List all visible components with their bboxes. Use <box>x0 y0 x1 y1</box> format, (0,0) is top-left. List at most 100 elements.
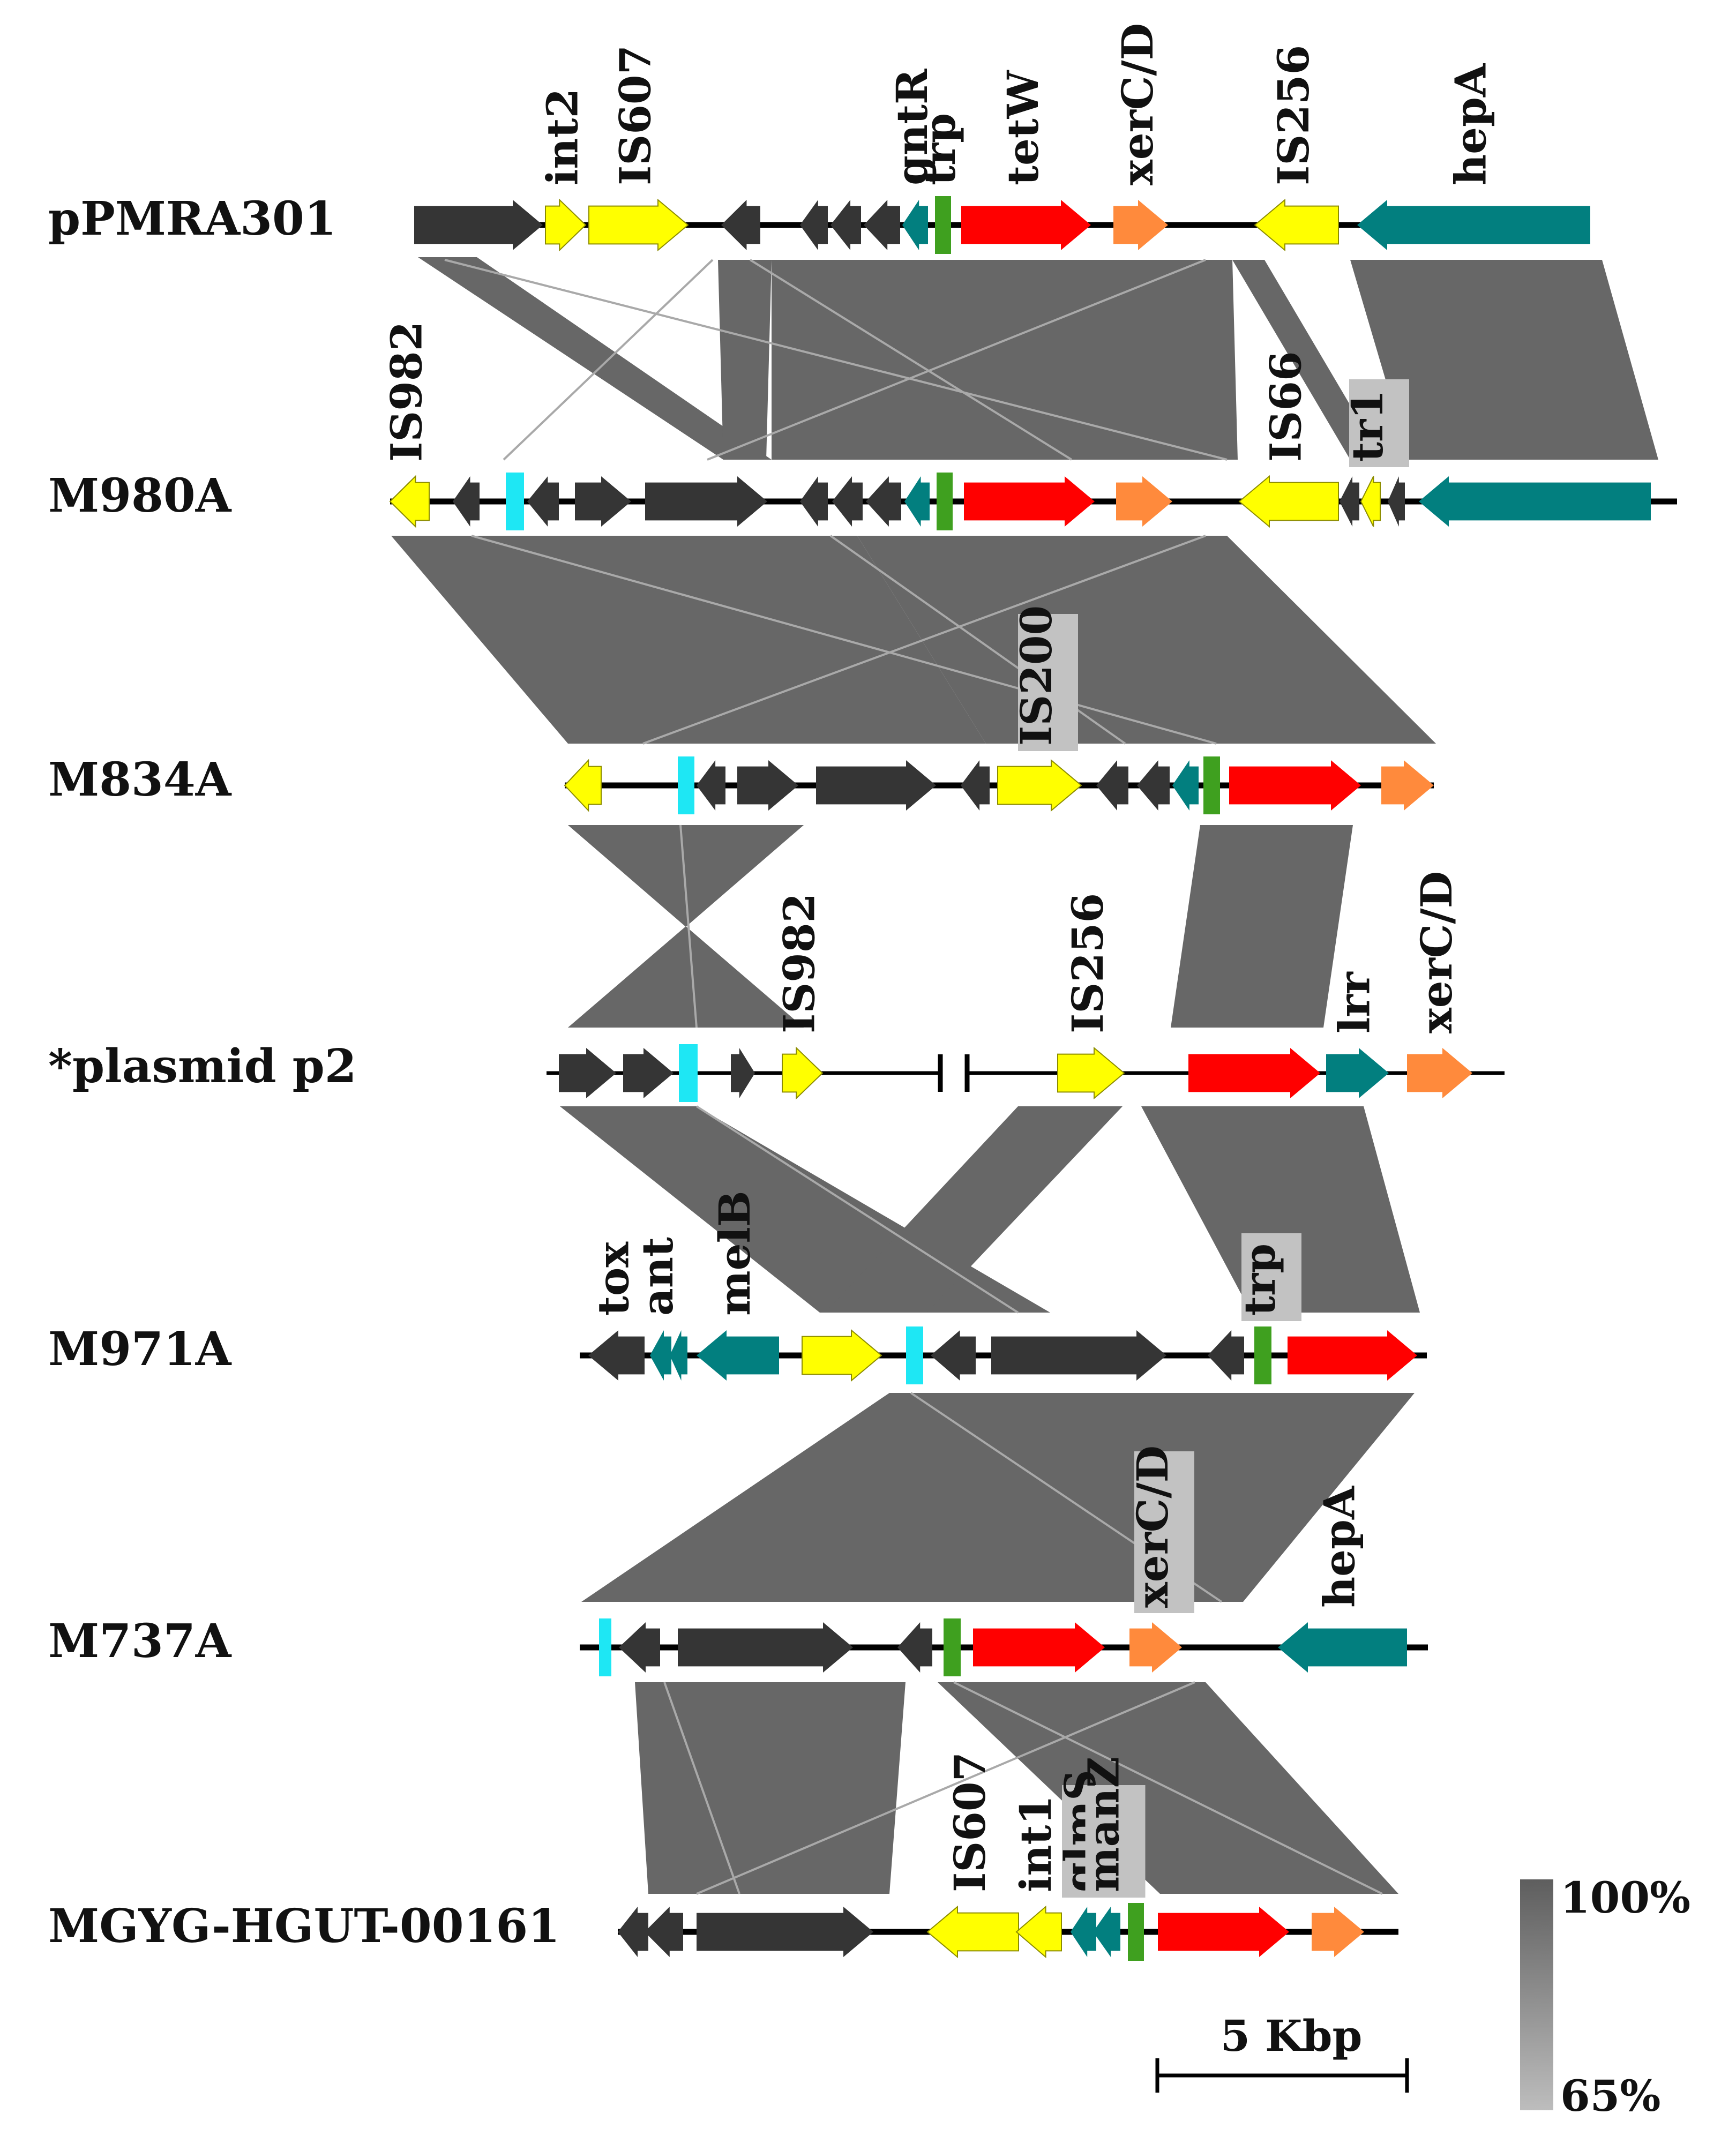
gene-dark <box>866 476 901 527</box>
homology-link-line <box>695 1105 1019 1314</box>
gene-label-box <box>1349 379 1409 467</box>
gene-cyan <box>906 1326 923 1384</box>
gene-regulator <box>1172 760 1199 811</box>
gene-cyan <box>679 1044 698 1102</box>
gene-hepa <box>1357 200 1590 250</box>
gene-dark <box>1388 476 1405 527</box>
homology-link <box>718 260 772 460</box>
gene-label-int1: int1 <box>1011 1795 1061 1892</box>
gene-transposase <box>802 1329 882 1382</box>
gene-tetW <box>1229 760 1361 811</box>
homology-link <box>1232 260 1382 460</box>
gene-int1 <box>1015 1905 1062 1959</box>
homology-links <box>391 257 1658 1895</box>
homology-link <box>418 257 772 460</box>
gene-xerCD <box>1116 476 1172 527</box>
track-label-m971a: M971A <box>48 1322 232 1376</box>
gene-trp <box>1128 1903 1144 1961</box>
gene-label-is256: IS256 <box>1062 893 1113 1033</box>
gene-dark <box>864 200 900 250</box>
homology-link-line <box>663 1682 740 1894</box>
gene-dark <box>697 760 725 811</box>
identity-max-label: 100% <box>1560 1872 1690 1923</box>
gene-dark <box>737 760 798 811</box>
gene-label-is200: IS200 <box>1011 605 1061 746</box>
homology-link-line <box>503 259 714 461</box>
gene-int2 <box>545 198 587 252</box>
gene-trp <box>1254 1326 1271 1384</box>
gene-tetW <box>1158 1907 1289 1957</box>
track-label-m980a: M980A <box>48 469 232 523</box>
homology-link <box>1171 825 1353 1028</box>
homology-link <box>825 1106 1123 1313</box>
gene-trp <box>944 1618 961 1676</box>
gene-xerc-d <box>1129 1622 1182 1673</box>
homology-link <box>857 536 1436 744</box>
gene-label-xerc-d: xerC/D <box>1127 1445 1178 1608</box>
gene-label-tr1: tr1 <box>1342 389 1393 462</box>
gene-dark <box>645 476 767 527</box>
gene-label-tox: tox <box>588 1241 639 1316</box>
gene-label-lrr: lrr <box>1329 971 1380 1033</box>
gene-trp <box>935 196 951 254</box>
gene-dark <box>1208 1330 1244 1381</box>
gene-tetW <box>1288 1330 1417 1381</box>
gene-label-is982: IS982 <box>381 321 432 462</box>
homology-link-line <box>679 825 698 1028</box>
gene-tetW <box>1188 1048 1320 1098</box>
identity-min-label: 65% <box>1560 2071 1660 2121</box>
gene-dark <box>897 1622 932 1673</box>
gene-label-hepa: hepA <box>1446 63 1496 185</box>
gene-xerCD <box>1312 1907 1364 1957</box>
homology-link-line <box>953 1681 1383 1895</box>
gene-dark <box>618 1907 648 1957</box>
gene-regulator <box>670 1330 687 1381</box>
gene-label-box <box>1134 1451 1194 1613</box>
gene-dark <box>645 1907 683 1957</box>
gene-trp <box>937 473 953 530</box>
gene-dark <box>575 476 631 527</box>
homology-link <box>568 825 804 927</box>
gene-dark <box>559 1048 616 1098</box>
gene-dark <box>678 1622 853 1673</box>
gene-dark <box>623 1048 674 1098</box>
gene-label-int2: int2 <box>537 88 588 185</box>
gene-label-xerc-d: xerC/D <box>1112 23 1163 185</box>
homology-link-line <box>707 259 1206 461</box>
gene-tox <box>588 1330 645 1381</box>
homology-link <box>1350 260 1658 460</box>
identity-gradient-bar <box>1520 1879 1553 2110</box>
gene-lrr <box>1326 1048 1389 1098</box>
gene-dark <box>1340 476 1359 527</box>
gene-ant <box>650 1330 671 1381</box>
homology-link-line <box>642 535 1206 745</box>
gene-label-is66: IS66 <box>1261 351 1311 462</box>
homology-link-line <box>749 259 1073 461</box>
gene-xerc-d <box>1407 1048 1472 1098</box>
gene-label-melb: melB <box>709 1190 760 1316</box>
gene-dark <box>1096 760 1128 811</box>
gene-dark <box>931 1330 976 1381</box>
gene-cyan <box>599 1618 611 1676</box>
gene-label-is607: IS607 <box>945 1752 995 1892</box>
gene-dark <box>816 760 936 811</box>
sequence-gap <box>938 1054 970 1092</box>
gene-trp <box>1203 756 1220 814</box>
homology-link <box>581 1393 1415 1602</box>
gene-dark <box>453 476 480 527</box>
gene-regulator <box>1419 476 1651 527</box>
gene-dark <box>414 200 543 250</box>
gene-tetW <box>964 476 1095 527</box>
homology-link-line <box>471 535 1217 745</box>
track-label-plasmid-p2: *plasmid p2 <box>48 1039 357 1093</box>
gene-dark <box>527 476 559 527</box>
gene-is256 <box>1057 1046 1125 1100</box>
gene-dark <box>731 1048 755 1098</box>
gene-label-xerc-d: xerC/D <box>1411 871 1462 1033</box>
gene-hepa <box>1278 1622 1407 1673</box>
gene-label-trp: trp <box>915 113 965 185</box>
gene-is66 <box>1238 475 1339 528</box>
identity-legend: 100% 65% <box>1520 1872 1690 2121</box>
